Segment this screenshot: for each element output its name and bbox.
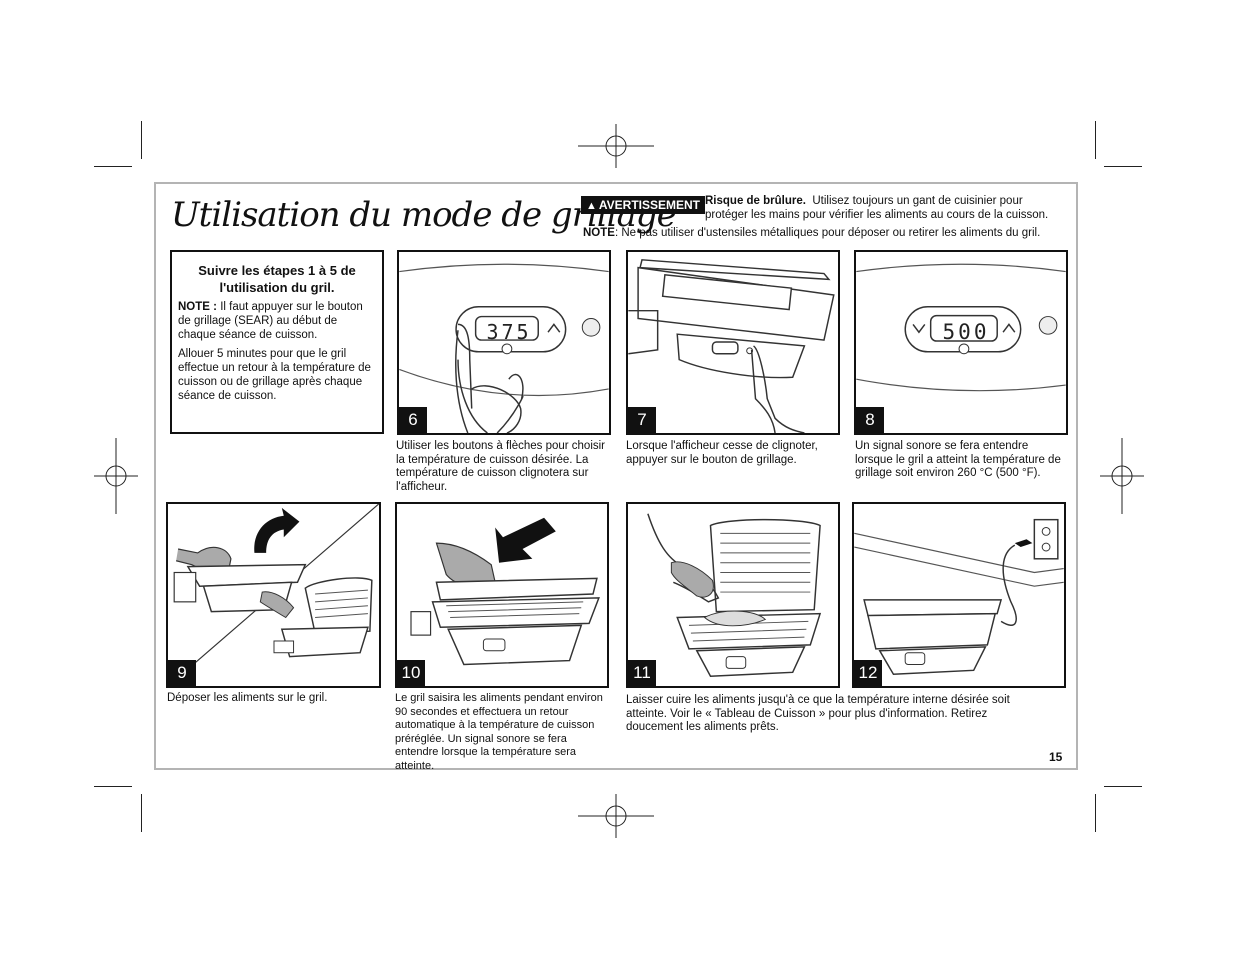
info-heading: Suivre les étapes 1 à 5 de l'utilisation… — [198, 263, 356, 295]
warning-triangle-icon: ▲ — [586, 200, 597, 212]
registration-mark-icon — [94, 438, 138, 514]
page-number: 15 — [1049, 750, 1063, 764]
crop-mark — [1095, 794, 1096, 832]
step-6-illustration: 375 6 — [397, 250, 611, 435]
step-10-number: 10 — [397, 660, 425, 686]
crop-mark — [141, 794, 142, 832]
crop-mark — [1104, 166, 1142, 167]
crop-mark — [1095, 121, 1096, 159]
step-10-caption: Le gril saisira les aliments pendant env… — [395, 692, 603, 772]
page-frame — [154, 182, 1078, 770]
warning-badge-label: AVERTISSEMENT — [598, 198, 701, 212]
step-9-illustration: 9 — [166, 502, 381, 688]
step-12-number: 12 — [854, 660, 882, 686]
step-7-number: 7 — [628, 407, 656, 433]
step-8-display: 500 — [942, 320, 990, 344]
info-box: Suivre les étapes 1 à 5 de l'utilisation… — [170, 250, 384, 434]
note-body: : Ne pas utiliser d'ustensiles métalliqu… — [614, 227, 1041, 239]
info-paragraph: Allouer 5 minutes pour que le gril effec… — [178, 348, 371, 402]
note-label: NOTE — [583, 227, 615, 239]
registration-mark-icon — [1100, 438, 1144, 514]
step-12-illustration: 12 — [852, 502, 1066, 688]
registration-mark-icon — [578, 794, 654, 838]
crop-mark — [1104, 786, 1142, 787]
warning-lead: Risque de brûlure. — [705, 195, 806, 207]
step-11-illustration: 11 — [626, 502, 840, 688]
info-note-text: Il faut appuyer sur le bouton de grillag… — [178, 301, 363, 341]
step-11-caption: Laisser cuire les aliments jusqu'à ce qu… — [626, 694, 1010, 733]
step-9-number: 9 — [168, 660, 196, 686]
step-6-number: 6 — [399, 407, 427, 433]
warning-body: Utilisez toujours un gant de cuisinier p… — [705, 195, 1049, 221]
step-6-display: 375 — [486, 320, 532, 344]
crop-mark — [141, 121, 142, 159]
note-text: NOTE: Ne pas utiliser d'ustensiles métal… — [583, 227, 1040, 239]
warning-badge: ▲AVERTISSEMENT — [581, 196, 706, 214]
step-9-caption: Déposer les aliments sur le gril. — [167, 692, 328, 704]
step-7-caption: Lorsque l'afficheur cesse de clignoter, … — [626, 440, 818, 466]
step-6-caption: Utiliser les boutons à flèches pour choi… — [396, 440, 606, 493]
step-8-illustration: 500 8 — [854, 250, 1068, 435]
info-note: NOTE : Il faut appuyer sur le bouton de … — [178, 300, 376, 342]
crop-mark — [94, 166, 132, 167]
registration-mark-icon — [578, 124, 654, 168]
step-8-caption: Un signal sonore se fera entendre lorsqu… — [855, 440, 1061, 479]
step-8-number: 8 — [856, 407, 884, 433]
warning-text: Risque de brûlure. Utilisez toujours un … — [705, 194, 1063, 222]
step-7-illustration: 7 — [626, 250, 840, 435]
step-11-number: 11 — [628, 660, 656, 686]
crop-mark — [94, 786, 132, 787]
info-note-label: NOTE : — [178, 301, 217, 313]
step-10-illustration: 10 — [395, 502, 609, 688]
